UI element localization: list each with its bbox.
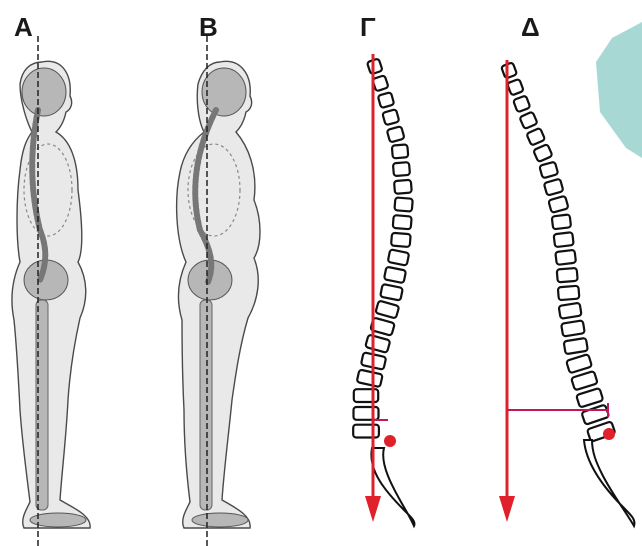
corner-decoration xyxy=(596,22,642,158)
gravity-arrowhead-gamma xyxy=(365,496,381,522)
vertebra xyxy=(394,197,412,211)
vertebra xyxy=(561,320,585,336)
leg-bone-b xyxy=(200,300,212,510)
sacrum-delta xyxy=(584,440,635,526)
vertebra xyxy=(533,144,552,162)
vertebra xyxy=(394,180,412,194)
figure-gamma-spine xyxy=(353,58,413,437)
vertebra xyxy=(354,407,379,420)
vertebra xyxy=(581,404,609,424)
vertebra xyxy=(554,232,574,247)
vertebra xyxy=(513,95,530,112)
vertebra xyxy=(382,109,399,125)
vertebra xyxy=(566,354,592,373)
skull-b xyxy=(202,68,246,116)
vertebra xyxy=(519,112,537,130)
vertebra xyxy=(557,268,578,282)
figure-delta-spine xyxy=(501,62,615,442)
vertebra xyxy=(539,162,558,179)
vertebra xyxy=(559,303,582,319)
vertebra xyxy=(564,338,588,354)
vertebra xyxy=(576,388,603,408)
vertebra xyxy=(372,75,388,91)
skull-a xyxy=(22,68,66,116)
vertebra xyxy=(526,128,545,146)
vertebra xyxy=(380,284,403,301)
vertebra xyxy=(501,62,517,78)
vertebra xyxy=(392,144,408,158)
vertebra xyxy=(353,425,379,438)
vertebra xyxy=(552,214,571,229)
vertebra xyxy=(388,249,409,265)
vertebra xyxy=(367,58,383,74)
vertebra xyxy=(571,371,598,390)
vertebra xyxy=(544,179,564,196)
vertebra xyxy=(384,267,406,283)
figure-b-altered-posture xyxy=(177,36,260,546)
vertebra xyxy=(548,196,568,213)
vertebra xyxy=(507,79,524,96)
vertebra xyxy=(393,162,410,176)
vertebra xyxy=(555,250,576,265)
vertebra xyxy=(354,389,378,402)
vertebra xyxy=(357,369,383,387)
vertebra xyxy=(558,286,580,301)
sacrum-gamma xyxy=(371,448,414,526)
vertebra xyxy=(365,334,390,352)
sacral-point-delta xyxy=(603,428,615,440)
foot-b xyxy=(192,513,248,527)
sacral-point-gamma xyxy=(384,435,396,447)
vertebra xyxy=(378,92,395,108)
gravity-arrowhead-delta xyxy=(499,496,515,522)
vertebra xyxy=(391,233,411,247)
vertebra xyxy=(375,300,399,318)
vertebra xyxy=(393,215,412,229)
figure-a-normal-posture xyxy=(12,36,90,546)
vertebra xyxy=(387,126,405,142)
